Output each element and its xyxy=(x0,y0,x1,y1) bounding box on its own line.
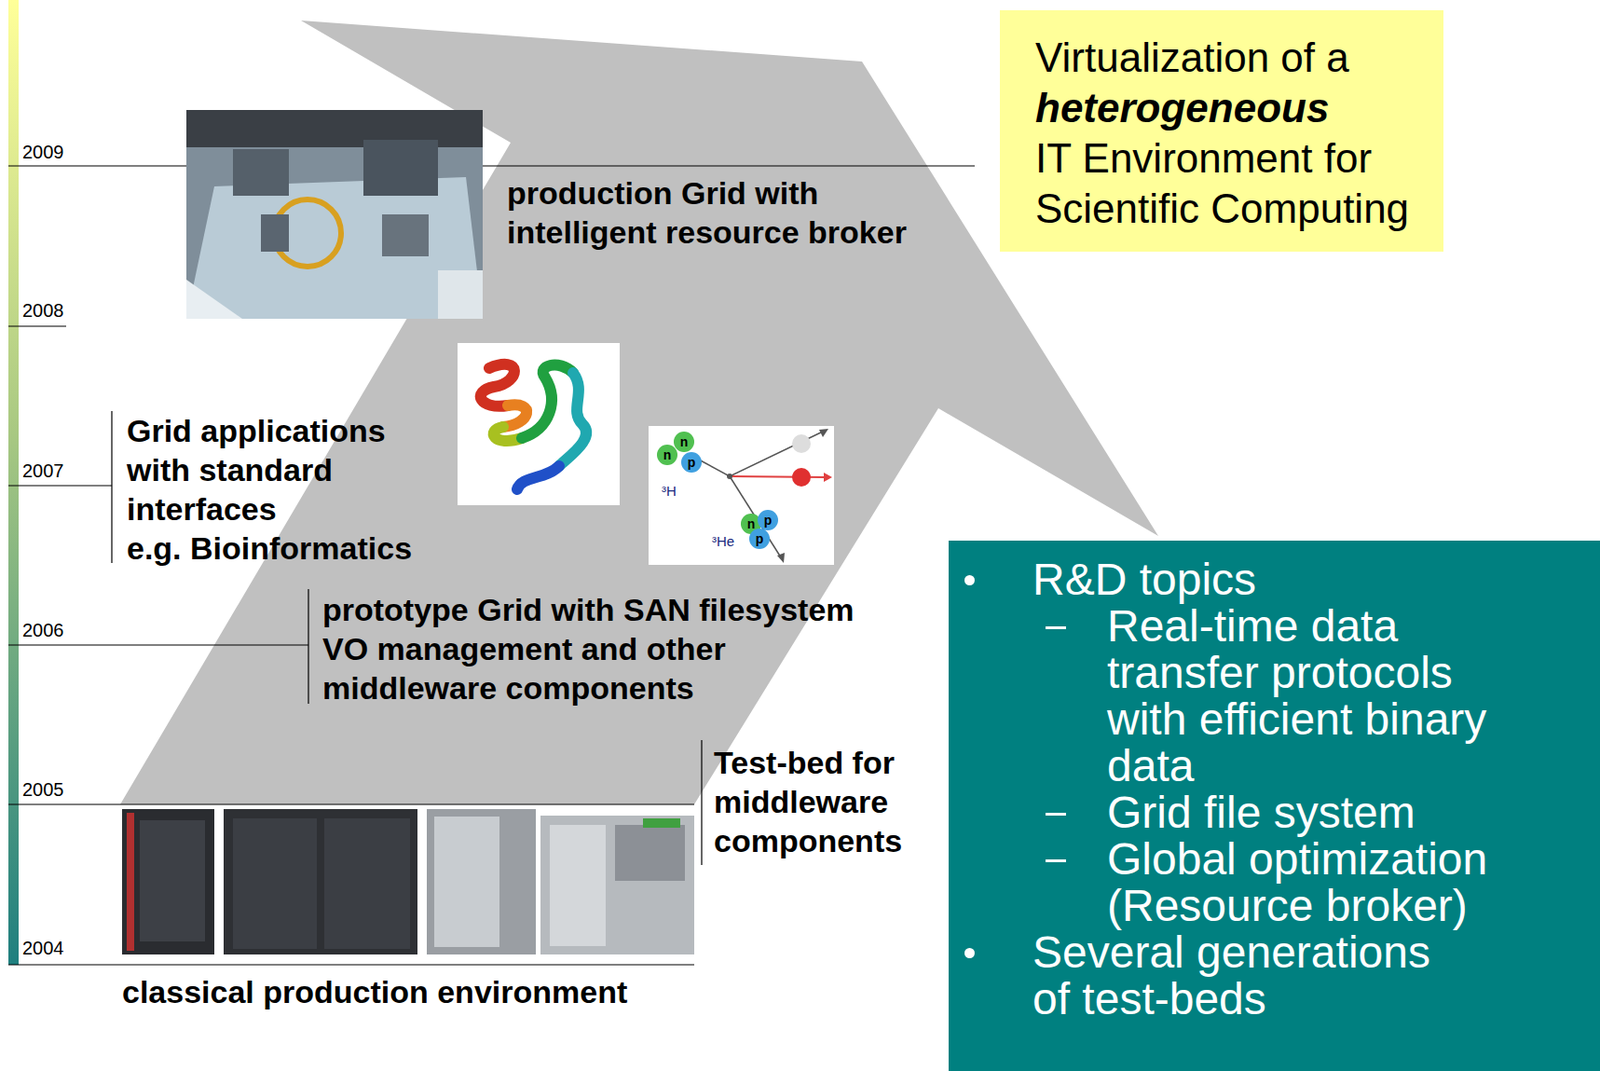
bullet-item: Several generations of test-beds xyxy=(948,929,1600,1023)
subtopic-text: Grid file system xyxy=(1107,789,1508,836)
year-label: 2008 xyxy=(22,300,65,321)
particle-letter: n xyxy=(663,447,672,463)
year-label: 2004 xyxy=(22,937,65,958)
particle-letter: p xyxy=(755,531,765,547)
particle-letter: p xyxy=(687,454,697,470)
bullet-item: R&D topics xyxy=(948,556,1600,603)
topic-text: R&D topics xyxy=(1032,556,1452,603)
hall-photo xyxy=(186,109,483,319)
year-label: 2006 xyxy=(22,619,65,641)
bullet-dot xyxy=(964,947,975,958)
bullet-dash xyxy=(1045,812,1067,816)
bullet-dash xyxy=(1045,626,1067,630)
milestone-label: prototype Grid with SAN filesystem VO ma… xyxy=(322,589,882,708)
subtopic-text: Real-time data transfer protocols with e… xyxy=(1107,602,1508,790)
timeline-bar xyxy=(8,0,19,965)
timeline-ticks xyxy=(8,165,975,965)
year-label: 2009 xyxy=(22,141,65,163)
emphasis-text: heterogeneous xyxy=(1035,82,1425,134)
baseline-label: classical production environment xyxy=(122,971,700,1012)
protein-image xyxy=(457,342,620,506)
subtopic-text: Global optimization (Resource broker) xyxy=(1107,835,1508,930)
year-label: 2007 xyxy=(22,460,65,481)
milestone-label: production Grid with intelligent resourc… xyxy=(506,173,927,252)
milestone-label: Grid applications with standard interfac… xyxy=(126,410,425,529)
bullet-dot xyxy=(964,574,975,586)
year-label: 2005 xyxy=(22,779,65,800)
box-text: Virtualization of a xyxy=(1035,32,1425,83)
decay-image xyxy=(648,425,835,565)
milestone-example: e.g. Bioinformatics xyxy=(126,528,463,568)
topic-text: Several generations of test-beds xyxy=(1032,929,1452,1023)
particle-letter: n xyxy=(747,516,756,532)
particle-letter: n xyxy=(680,434,689,450)
vision-box: Virtualization of aheterogeneousIT Envir… xyxy=(999,10,1444,252)
box-text: IT Environment for Scientific Computing xyxy=(1035,133,1425,234)
particle-letter: p xyxy=(764,512,773,528)
bullet-dash xyxy=(1045,859,1067,862)
isotope-label: ³He xyxy=(711,533,735,549)
sub-item: Real-time data transfer protocols with e… xyxy=(948,602,1600,790)
isotope-label: ³H xyxy=(661,482,677,499)
sub-item: Global optimization (Resource broker) xyxy=(948,835,1600,930)
topics-box: R&D topicsReal-time data transfer protoc… xyxy=(948,540,1600,1071)
server-racks xyxy=(122,808,695,955)
sub-item: Grid file system xyxy=(948,789,1600,836)
milestone-label: Test-bed for middleware components xyxy=(713,742,915,861)
